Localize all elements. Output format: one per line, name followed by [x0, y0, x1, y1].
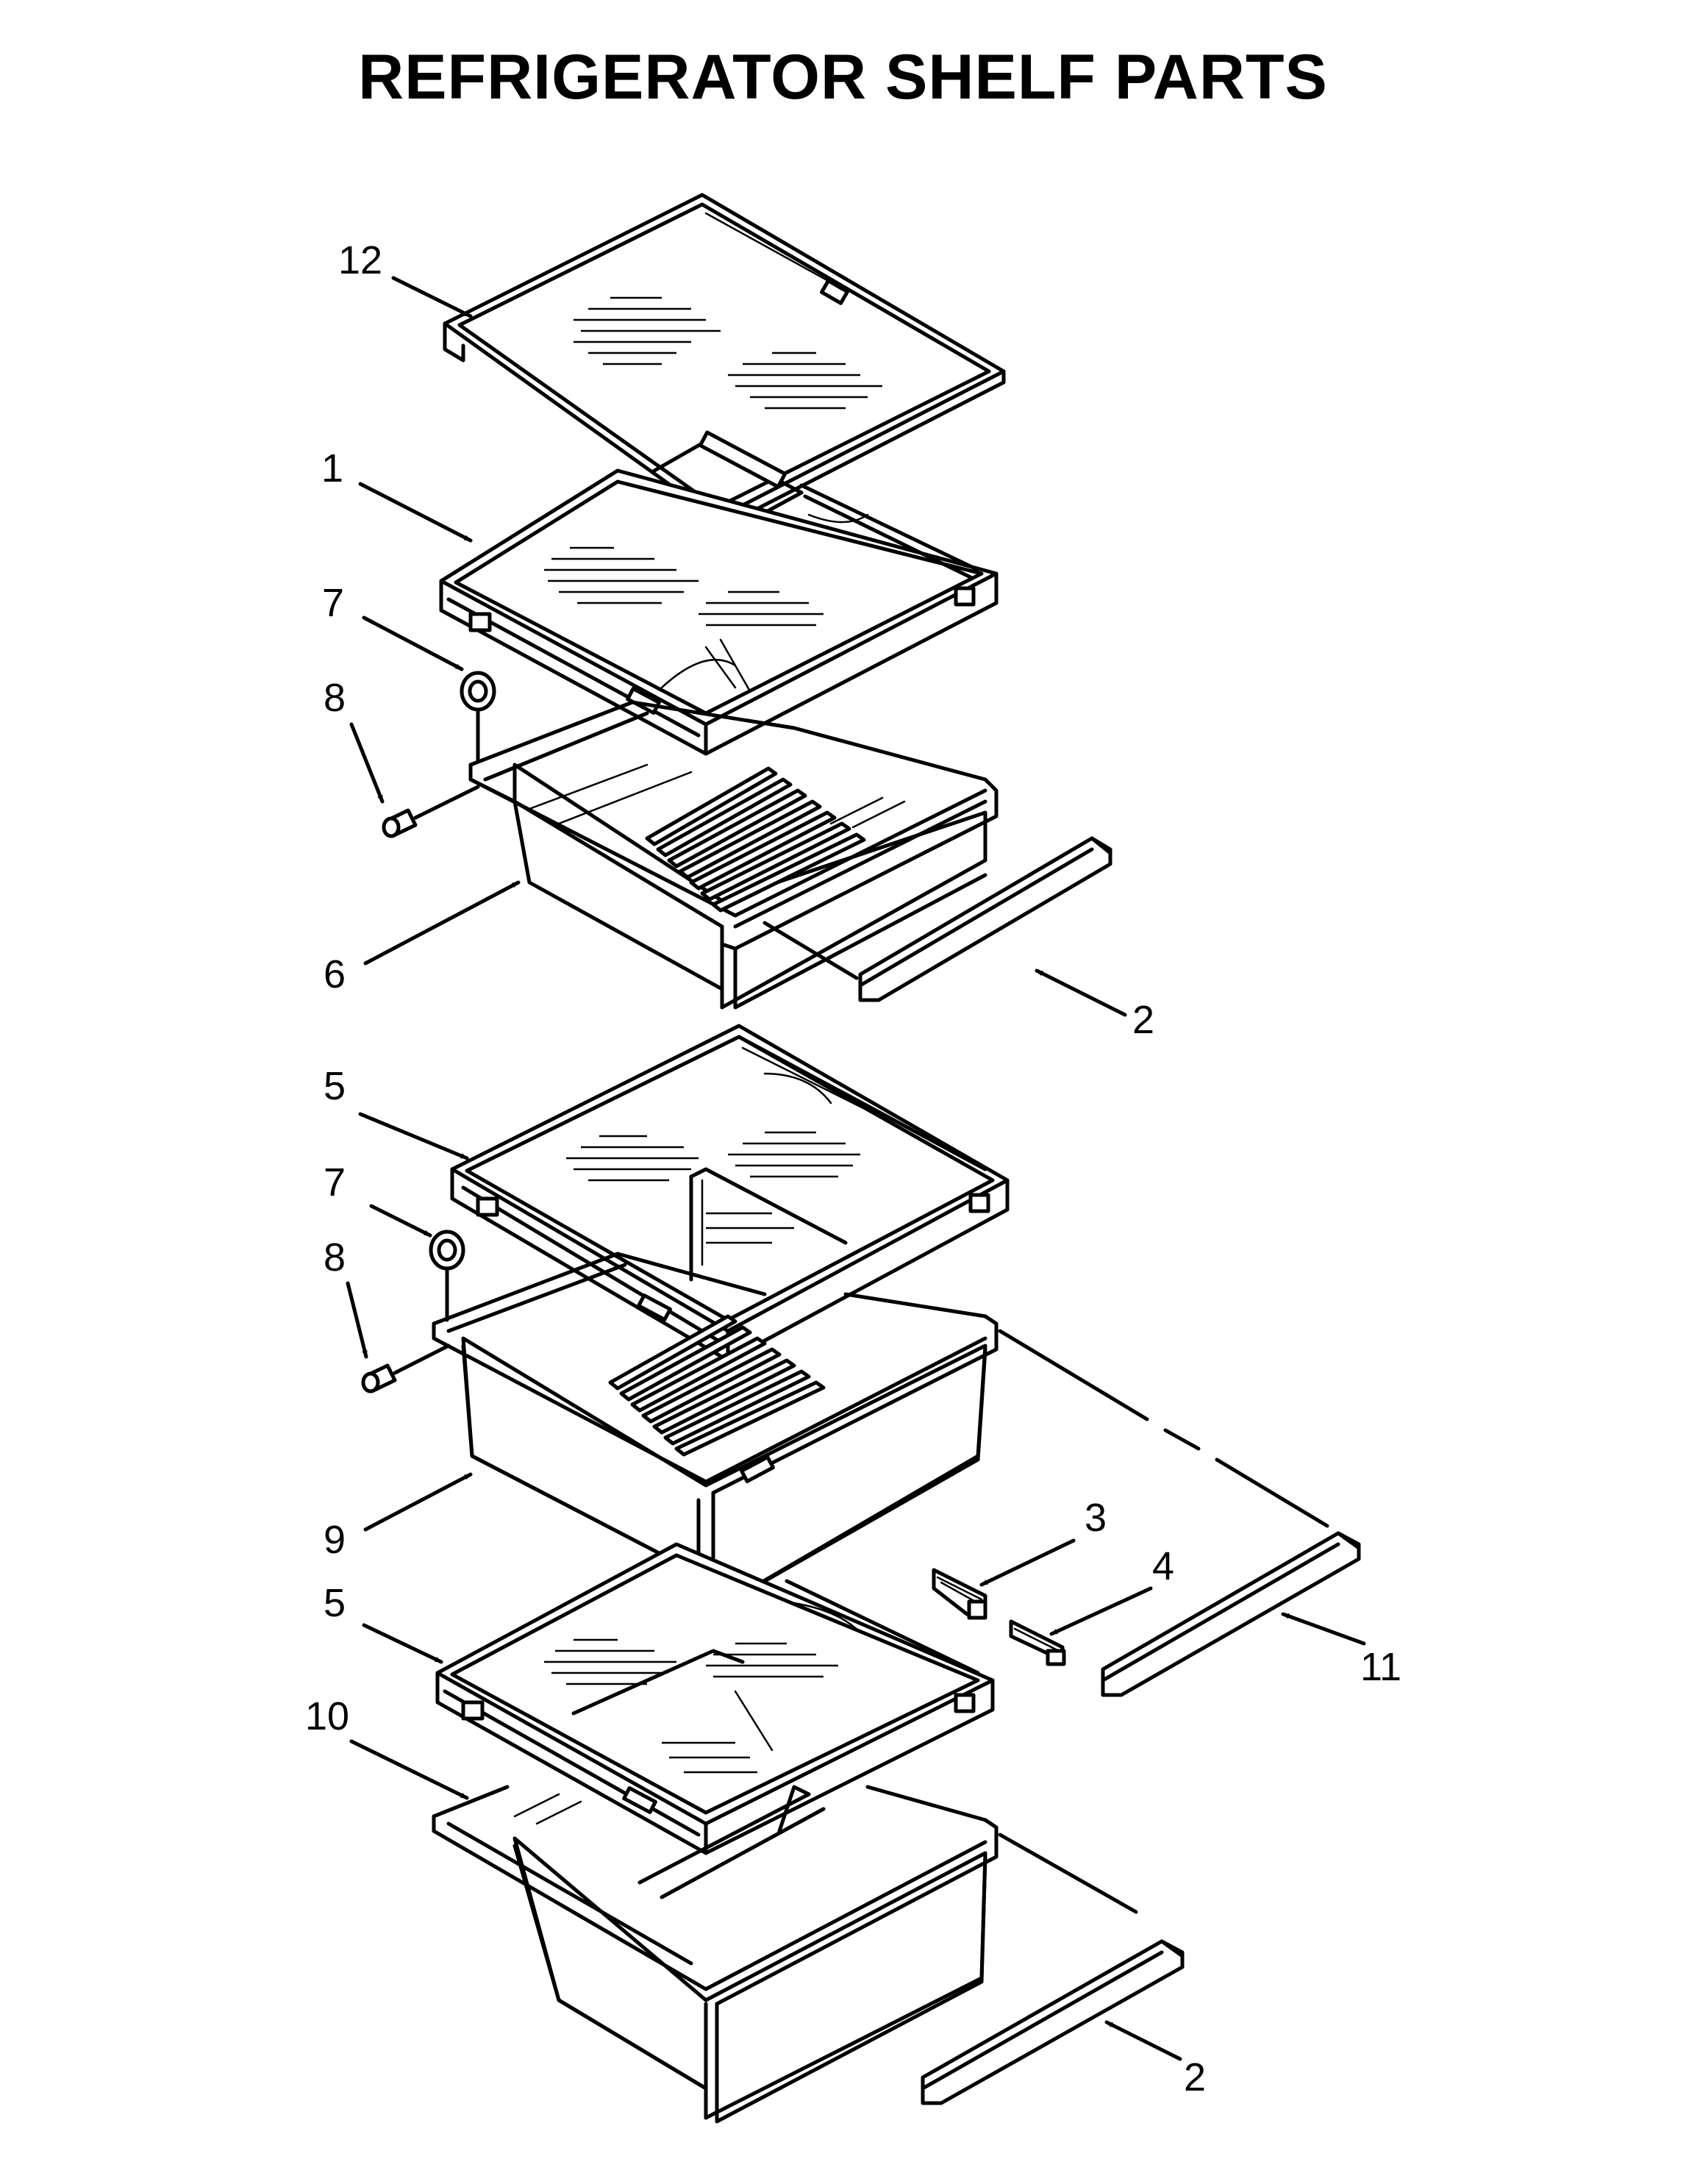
arrow-icon: [1035, 968, 1127, 1017]
part-2-slide-rail-lower: [921, 1939, 1185, 2105]
arrow-icon: [979, 1538, 1076, 1587]
part-3-bracket: [932, 1568, 987, 1620]
callout-1: 1: [321, 446, 343, 490]
callout-9: 9: [324, 1518, 346, 1562]
page-title: REFRIGERATOR SHELF PARTS: [358, 42, 1328, 113]
callout-8-middle: 8: [324, 1235, 346, 1280]
callout-7-middle: 7: [324, 1160, 346, 1205]
part-6-upper-crisper-drawer: [468, 700, 999, 1010]
arrow-icon: [346, 1281, 368, 1359]
arrow-icon: [1049, 1586, 1153, 1636]
callout-7-upper: 7: [322, 581, 344, 625]
part-1-upper-shelf-frame: [439, 468, 999, 756]
callout-8-upper: 8: [324, 676, 346, 720]
leader-arrows: [346, 276, 1366, 2061]
part-12-top-glass-shelf: [443, 193, 1006, 532]
part-11-slide-rail: [1101, 1531, 1361, 1697]
callout-6: 6: [324, 952, 346, 996]
part-4-bracket: [1009, 1619, 1066, 1666]
callout-12: 12: [338, 238, 382, 282]
callout-5-lower: 5: [324, 1581, 346, 1625]
callout-5-middle: 5: [324, 1064, 346, 1108]
drawer-ribs: [645, 766, 866, 913]
arrow-icon: [349, 722, 385, 804]
part-5-middle-shelf: [450, 1024, 1010, 1363]
arrow-icon: [349, 1739, 469, 1800]
part-7-roller-middle: [429, 1230, 465, 1322]
arrow-icon: [363, 880, 521, 966]
arrow-icon: [1104, 2020, 1182, 2061]
arrow-icon: [362, 1623, 443, 1664]
glass-reflection-lines: [544, 546, 824, 627]
arrow-icon: [369, 1204, 432, 1238]
callout-10: 10: [305, 1694, 349, 1738]
arrow-icon: [362, 615, 464, 671]
callout-11: 11: [1360, 1645, 1401, 1689]
part-2-slide-rail-upper: [762, 836, 1112, 1002]
glass-reflection-lines: [544, 1638, 838, 1774]
part-8-screw-middle: [361, 1343, 451, 1393]
callout-2-upper: 2: [1132, 998, 1154, 1042]
arrow-icon: [391, 276, 473, 318]
part-8-screw-upper: [382, 785, 480, 838]
callout-4: 4: [1152, 1544, 1174, 1588]
callout-3: 3: [1085, 1496, 1107, 1540]
glass-reflection-lines: [574, 296, 882, 410]
arrow-icon: [1281, 1612, 1366, 1646]
callout-labels: 12 1 7 8 6 2 5 7 8 9 3 4 5 11 10 2: [305, 238, 1401, 2099]
glass-reflection-lines: [566, 1131, 860, 1244]
arrow-icon: [363, 1472, 473, 1532]
part-9-crisper-drawer: [432, 1252, 1329, 1613]
arrow-icon: [358, 1112, 469, 1160]
drawer-ribs: [608, 1314, 826, 1457]
callout-2-lower: 2: [1184, 2055, 1206, 2099]
part-7-roller-upper: [460, 671, 496, 763]
arrow-icon: [358, 482, 473, 543]
part-10-lower-drawer: [432, 1785, 1138, 2124]
part-5-lower-shelf: [435, 1542, 995, 1855]
